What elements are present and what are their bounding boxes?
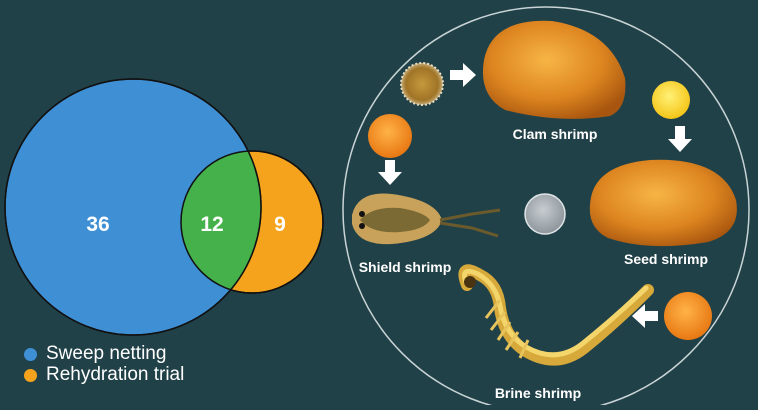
life-cycle-wheel: Clam shrimp Seed shrimp Brine shrimp [343,7,749,405]
venn-right-count: 9 [274,213,286,236]
brine-shrimp-image [464,270,648,359]
blue-dot-icon [24,348,37,361]
arrow-down-icon [668,126,692,152]
seed-egg-image [652,81,690,119]
seed-shell-image [590,160,737,246]
shield-shrimp-image [352,193,500,244]
brine-shrimp-label: Brine shrimp [495,385,581,401]
venn-left-count: 36 [86,213,109,236]
legend-item-sweep-netting: Sweep netting [24,343,166,365]
seed-shrimp-label: Seed shrimp [624,251,708,267]
brine-egg-image [664,292,712,340]
legend-label-sweep-netting: Sweep netting [46,343,166,365]
legend-item-rehydration-trial: Rehydration trial [24,364,184,386]
clam-cyst-image [401,63,443,105]
venn-overlap-count: 12 [200,213,223,236]
shield-egg-image [368,114,412,158]
clam-shell-image [483,21,626,119]
orange-dot-icon [24,369,37,382]
arrow-down-icon [378,160,402,185]
shield-shrimp-label: Shield shrimp [359,259,452,275]
venn-diagram: 36 12 9 [5,79,323,335]
arrow-right-icon [450,63,476,87]
clam-shrimp-label: Clam shrimp [513,126,598,142]
center-disc [525,194,565,234]
legend-label-rehydration-trial: Rehydration trial [46,364,184,386]
